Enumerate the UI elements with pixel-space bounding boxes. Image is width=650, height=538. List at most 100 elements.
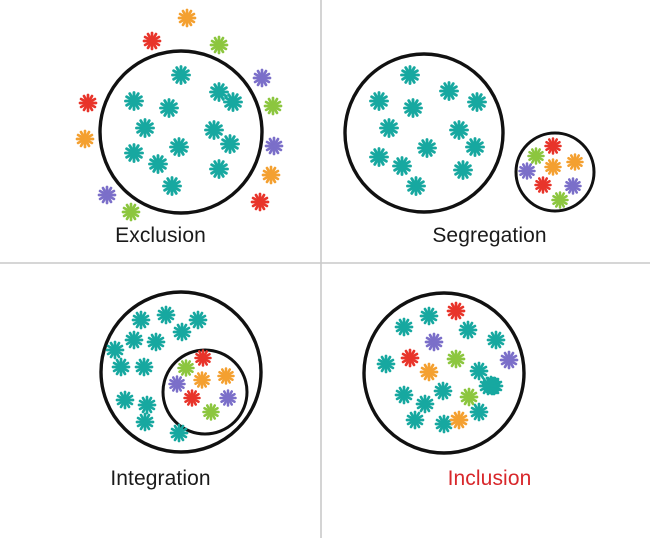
inclusion-orange-asterisk-icon <box>449 410 469 430</box>
integration-teal-asterisk-icon <box>135 412 155 432</box>
integration-teal-asterisk-icon <box>188 310 208 330</box>
exclusion-teal-asterisk-icon <box>162 176 182 196</box>
segregation-majority-circle <box>343 52 505 214</box>
segregation-teal-asterisk-icon <box>465 137 485 157</box>
inclusion-teal-asterisk-icon <box>419 306 439 326</box>
segregation-teal-asterisk-icon <box>453 160 473 180</box>
integration-orange-asterisk-icon <box>193 371 211 389</box>
segregation-teal-asterisk-icon <box>379 118 399 138</box>
segregation-teal-asterisk-icon <box>400 65 420 85</box>
inclusion-purple-asterisk-icon <box>499 350 519 370</box>
segregation-orange-asterisk-icon <box>566 153 584 171</box>
segregation-minority-circle <box>514 131 596 213</box>
inclusion-teal-asterisk-icon <box>458 320 478 340</box>
integration-green-asterisk-icon <box>202 403 220 421</box>
inclusion-purple-asterisk-icon <box>424 332 444 352</box>
segregation-teal-asterisk-icon <box>369 91 389 111</box>
inclusion-teal-asterisk-icon <box>486 330 506 350</box>
inclusion-teal-asterisk-icon <box>469 402 489 422</box>
inclusion-red-asterisk-icon <box>446 301 466 321</box>
exclusion-teal-asterisk-icon <box>204 120 224 140</box>
inclusion-teal-asterisk-icon <box>434 414 454 434</box>
inclusion-teal-asterisk-icon <box>478 376 498 396</box>
segregation-green-asterisk-icon <box>527 147 545 165</box>
exclusion-red-asterisk-icon <box>250 192 270 212</box>
integration-teal-asterisk-icon <box>131 310 151 330</box>
integration-teal-asterisk-icon <box>105 340 125 360</box>
integration-teal-asterisk-icon <box>146 332 166 352</box>
exclusion-teal-asterisk-icon <box>159 98 179 118</box>
inclusion-teal-asterisk-icon <box>405 410 425 430</box>
integration-teal-asterisk-icon <box>172 322 192 342</box>
exclusion-main-circle <box>98 49 264 215</box>
integration-teal-asterisk-icon <box>169 423 189 443</box>
integration-teal-asterisk-icon <box>134 357 154 377</box>
exclusion-teal-asterisk-icon <box>209 159 229 179</box>
inclusion-teal-asterisk-icon <box>415 394 435 414</box>
exclusion-teal-asterisk-icon <box>169 137 189 157</box>
inclusion-green-asterisk-icon <box>446 349 466 369</box>
exclusion-teal-asterisk-icon <box>209 82 229 102</box>
exclusion-orange-asterisk-icon <box>75 129 95 149</box>
inclusion-teal-asterisk-icon <box>394 317 414 337</box>
integration-purple-asterisk-icon <box>168 375 186 393</box>
exclusion-green-asterisk-icon <box>209 35 229 55</box>
integration-teal-asterisk-icon <box>115 390 135 410</box>
integration-red-asterisk-icon <box>183 389 201 407</box>
segregation-red-asterisk-icon <box>534 176 552 194</box>
segregation-teal-asterisk-icon <box>406 176 426 196</box>
inclusion-teal-asterisk-icon <box>394 385 414 405</box>
panel-label-integration: Integration <box>110 467 211 490</box>
segregation-purple-asterisk-icon <box>564 177 582 195</box>
exclusion-teal-asterisk-icon <box>171 65 191 85</box>
segregation-teal-asterisk-icon <box>417 138 437 158</box>
segregation-teal-asterisk-icon <box>369 147 389 167</box>
segregation-purple-asterisk-icon <box>518 162 536 180</box>
exclusion-teal-asterisk-icon <box>148 154 168 174</box>
exclusion-purple-asterisk-icon <box>264 136 284 156</box>
integration-teal-asterisk-icon <box>156 305 176 325</box>
exclusion-green-asterisk-icon <box>121 202 141 222</box>
panel-label-exclusion: Exclusion <box>115 224 206 247</box>
exclusion-red-asterisk-icon <box>142 31 162 51</box>
exclusion-teal-asterisk-icon <box>135 118 155 138</box>
exclusion-red-asterisk-icon <box>78 93 98 113</box>
inclusion-red-asterisk-icon <box>400 348 420 368</box>
integration-red-asterisk-icon <box>194 349 212 367</box>
segregation-teal-asterisk-icon <box>403 98 423 118</box>
integration-inner-circle <box>161 348 249 436</box>
integration-green-asterisk-icon <box>177 359 195 377</box>
panel-label-segregation: Segregation <box>432 224 547 247</box>
inclusion-teal-asterisk-icon <box>433 381 453 401</box>
inclusion-teal-asterisk-icon <box>376 354 396 374</box>
inclusion-teal-asterisk-icon <box>469 361 489 381</box>
exclusion-orange-asterisk-icon <box>177 8 197 28</box>
inclusion-orange-asterisk-icon <box>419 362 439 382</box>
exclusion-teal-asterisk-icon <box>223 92 243 112</box>
exclusion-orange-asterisk-icon <box>261 165 281 185</box>
marker-layer <box>75 8 584 443</box>
exclusion-purple-asterisk-icon <box>97 185 117 205</box>
circle-layer <box>98 49 596 455</box>
integration-teal-asterisk-icon <box>124 330 144 350</box>
segregation-teal-asterisk-icon <box>449 120 469 140</box>
segregation-green-asterisk-icon <box>551 191 569 209</box>
segregation-teal-asterisk-icon <box>467 92 487 112</box>
inclusion-green-asterisk-icon <box>459 387 479 407</box>
integration-teal-asterisk-icon <box>111 357 131 377</box>
exclusion-teal-asterisk-icon <box>124 91 144 111</box>
exclusion-teal-asterisk-icon <box>124 143 144 163</box>
integration-orange-asterisk-icon <box>217 367 235 385</box>
segregation-teal-asterisk-icon <box>439 81 459 101</box>
panel-label-inclusion: Inclusion <box>447 467 532 490</box>
integration-outer-circle <box>99 290 263 454</box>
exclusion-green-asterisk-icon <box>263 96 283 116</box>
integration-teal-asterisk-icon <box>137 395 157 415</box>
segregation-teal-asterisk-icon <box>392 156 412 176</box>
segregation-orange-asterisk-icon <box>544 158 562 176</box>
exclusion-purple-asterisk-icon <box>252 68 272 88</box>
exclusion-teal-asterisk-icon <box>220 134 240 154</box>
segregation-red-asterisk-icon <box>544 137 562 155</box>
